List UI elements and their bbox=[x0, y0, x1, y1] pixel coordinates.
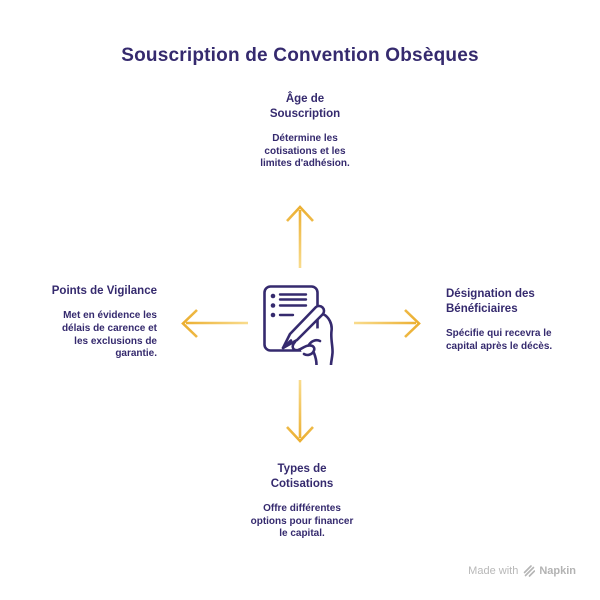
node-body: Spécifie qui recevra le capital après le… bbox=[446, 327, 553, 352]
arrow-left-icon bbox=[181, 309, 248, 338]
arrow-right-icon bbox=[354, 309, 421, 338]
node-heading: Types de Cotisations bbox=[270, 463, 334, 490]
node-types-de-cotisations: Types de Cotisations Offre différentes o… bbox=[217, 462, 387, 541]
node-age-de-souscription: Âge de Souscription Détermine les cotisa… bbox=[220, 92, 390, 171]
napkin-logo-icon bbox=[524, 565, 536, 577]
node-points-de-vigilance: Points de Vigilance Met en évidence les … bbox=[0, 284, 157, 361]
watermark-brand: Napkin bbox=[539, 564, 576, 577]
hand-with-pen-icon bbox=[281, 304, 334, 367]
arrow-up-icon bbox=[286, 205, 314, 268]
node-heading: Désignation des Bénéficiaires bbox=[446, 288, 535, 315]
node-body: Offre différentes options pour financer … bbox=[250, 502, 354, 540]
watermark-text: Made with bbox=[468, 564, 519, 577]
node-heading: Âge de Souscription bbox=[269, 93, 341, 120]
node-body: Met en évidence les délais de carence et… bbox=[61, 309, 157, 360]
page-title: Souscription de Convention Obsèques bbox=[121, 45, 479, 66]
node-body: Détermine les cotisations et les limites… bbox=[260, 132, 350, 170]
node-designation-des-beneficiaires: Désignation des Bénéficiaires Spécifie q… bbox=[446, 287, 600, 353]
node-heading: Points de Vigilance bbox=[51, 285, 157, 297]
list-lines bbox=[278, 293, 308, 317]
document-signing-icon bbox=[261, 283, 339, 367]
arrow-down-icon bbox=[286, 380, 314, 443]
bullet-dots bbox=[270, 293, 276, 318]
watermark: Made with Napkin bbox=[468, 564, 576, 577]
